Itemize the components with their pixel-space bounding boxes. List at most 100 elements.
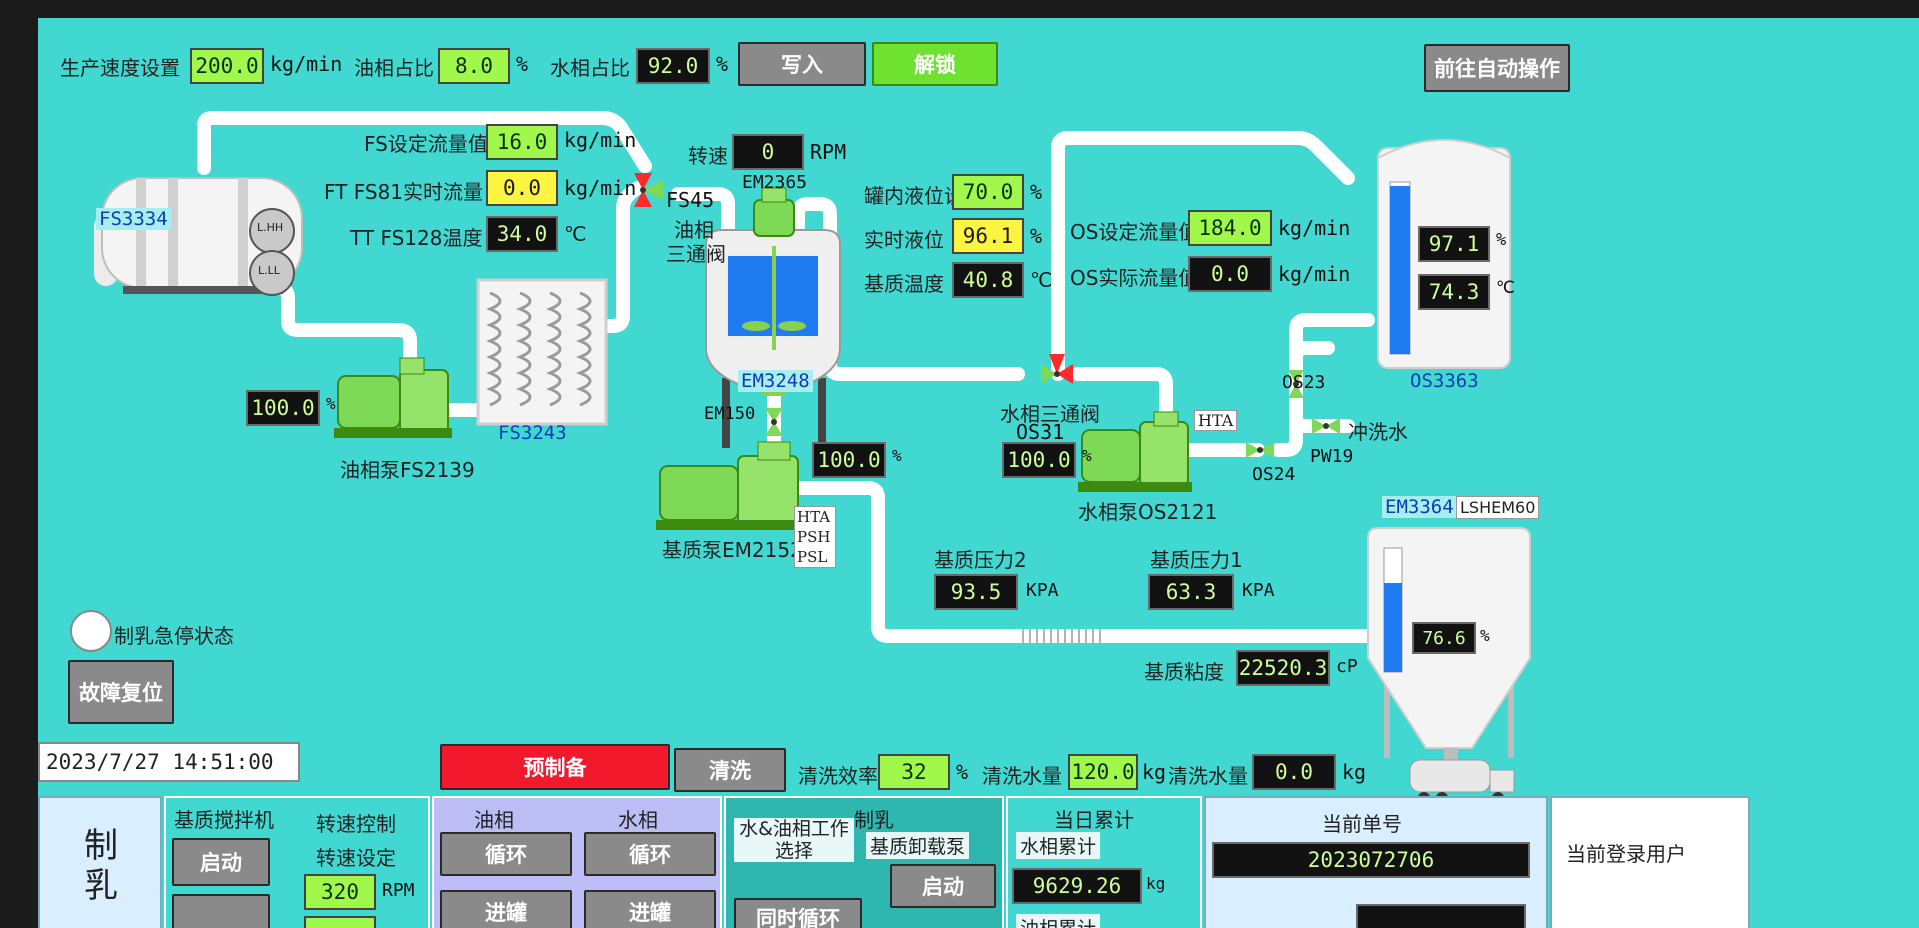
- oil-tank: [94, 177, 303, 296]
- water-ratio-label: 水相占比: [550, 56, 630, 80]
- os-actual-flow-display: 0.0: [1188, 256, 1272, 292]
- mixer-speed-unit: RPM: [810, 140, 847, 164]
- oil-three-way-valve[interactable]: [634, 173, 663, 207]
- water-three-way-valve[interactable]: [1041, 354, 1073, 384]
- unload-start-button[interactable]: 启动: [890, 864, 996, 908]
- water-tank-temp: 74.3: [1418, 274, 1490, 310]
- os23-valve-label: OS23: [1282, 372, 1326, 393]
- order-panel: 当前单号 2023072706: [1204, 796, 1548, 928]
- user-panel: 当前登录用户: [1550, 796, 1750, 928]
- order-number-display: 2023072706: [1212, 842, 1530, 878]
- clean-water-label: 清洗水量: [982, 764, 1062, 788]
- ft-flow-display: 0.0: [486, 170, 558, 206]
- oil-ratio-label: 油相占比: [354, 56, 434, 80]
- both-cycle-button[interactable]: 同时循环: [734, 898, 862, 928]
- psh-tag: PSH: [797, 528, 831, 546]
- auto-mode-button[interactable]: 前往自动操作: [1424, 44, 1570, 92]
- emulsion-panel-title: 制乳: [854, 808, 894, 832]
- water-pump-label: 水相泵OS2121: [1078, 500, 1218, 524]
- write-button[interactable]: 写入: [738, 42, 866, 86]
- estop-indicator: [70, 610, 112, 652]
- speed-feedback-input[interactable]: [304, 916, 376, 928]
- pw19-valve[interactable]: [1312, 418, 1340, 434]
- oil-ratio-unit: %: [516, 52, 529, 76]
- oil-pump-label: 油相泵FS2139: [340, 458, 475, 482]
- fault-reset-button[interactable]: 故障复位: [68, 660, 174, 724]
- oil-pump-unit: %: [326, 394, 336, 413]
- silo-label: EM3364: [1382, 496, 1457, 518]
- oil-ratio-input[interactable]: 8.0: [438, 48, 510, 84]
- silo-level-unit: %: [1480, 626, 1490, 645]
- water-hta-tag: HTA: [1194, 410, 1238, 431]
- water-fill-button[interactable]: 进罐: [584, 890, 716, 928]
- oil-cum-label: 油相累计: [1016, 914, 1101, 928]
- water-cum-label: 水相累计: [1016, 832, 1101, 859]
- tt-temp-label: TT FS128温度: [350, 226, 483, 250]
- water-pump-unit: %: [1082, 446, 1092, 465]
- matrix-pressure2-label: 基质压力2: [934, 548, 1027, 572]
- oil-fill-button[interactable]: 进罐: [440, 890, 572, 928]
- clean-water-input[interactable]: 120.0: [1068, 754, 1138, 790]
- water-cum-unit: kg: [1146, 874, 1166, 893]
- water-cycle-button[interactable]: 循环: [584, 832, 716, 876]
- speed-input[interactable]: 200.0: [190, 48, 264, 84]
- os24-valve-label: OS24: [1252, 464, 1296, 485]
- oil-pump-percent: 100.0: [246, 390, 320, 426]
- water-valve-label: 水相三通阀: [1000, 402, 1100, 426]
- silo-level-display: 76.6: [1412, 622, 1476, 654]
- clean-efficiency-unit: %: [956, 760, 969, 784]
- speed-set-input[interactable]: 320: [304, 874, 376, 910]
- oil-pump: [334, 357, 452, 438]
- process-diagram: [94, 111, 1531, 804]
- speed-label: 生产速度设置: [60, 56, 180, 80]
- order-sub-display: [1356, 904, 1526, 928]
- oil-cycle-button[interactable]: 循环: [440, 832, 572, 876]
- tt-temp-display: 34.0: [486, 216, 558, 252]
- mixer-start-button[interactable]: 启动: [172, 838, 270, 886]
- level-display: 96.1: [952, 218, 1024, 254]
- pump-alarm-tags: HTA PSH PSL: [794, 506, 836, 568]
- matrix-temp-unit: ℃: [1030, 268, 1053, 292]
- os23-valve[interactable]: [1288, 370, 1304, 398]
- matrix-pump-label: 基质泵EM2152: [662, 538, 803, 562]
- mode-select-label: 水&油相工作选择: [734, 818, 854, 862]
- pre-prepare-button[interactable]: 预制备: [440, 744, 670, 790]
- speed-unit: kg/min: [270, 52, 343, 76]
- flush-water-label: 冲洗水: [1348, 420, 1408, 444]
- water-tank-level-unit: %: [1496, 230, 1507, 250]
- speed-set-label: 转速设定: [316, 846, 396, 870]
- water-ratio-display: 92.0: [636, 48, 710, 84]
- os-set-flow-unit: kg/min: [1278, 216, 1351, 240]
- clean-water2-display: 0.0: [1252, 754, 1336, 790]
- hta-tag: HTA: [797, 508, 831, 526]
- water-pump-percent: 100.0: [1002, 442, 1076, 478]
- datetime-display: 2023/7/27 14:51:00: [38, 742, 300, 782]
- matrix-pressure1-unit: KPA: [1242, 580, 1275, 601]
- em150-valve-label: EM150: [704, 404, 756, 424]
- unlock-button[interactable]: 解锁: [872, 42, 998, 86]
- mixer-stop-button[interactable]: [172, 894, 270, 928]
- emulsion-control-panel: 制乳 水&油相工作选择 基质卸载泵 启动 同时循环: [724, 796, 1004, 928]
- speed-control-label: 转速控制: [316, 812, 396, 836]
- water-ratio-unit: %: [716, 52, 729, 76]
- water-pump: [1078, 411, 1192, 492]
- mixer-speed-display: 0: [732, 134, 804, 170]
- clean-button[interactable]: 清洗: [674, 748, 786, 792]
- matrix-pressure2-display: 93.5: [934, 574, 1018, 610]
- oil-valve-label-1: 油相: [674, 218, 714, 242]
- ft-flow-label: FT FS81实时流量: [324, 180, 484, 204]
- level-set-input[interactable]: 70.0: [952, 174, 1024, 210]
- os-set-flow-input[interactable]: 184.0: [1188, 210, 1272, 246]
- clean-efficiency-input[interactable]: 32: [878, 754, 950, 790]
- os24-valve[interactable]: [1246, 442, 1274, 458]
- clean-water2-unit: kg: [1342, 760, 1367, 784]
- phase-control-panel: 油相 水相 循环 循环 进罐 进罐: [432, 796, 722, 928]
- oil-tank-label: FS3334: [96, 208, 171, 230]
- matrix-pump: [656, 441, 804, 530]
- level-label: 实时液位: [864, 228, 944, 252]
- fs-set-flow-input[interactable]: 16.0: [486, 124, 558, 160]
- clean-water-unit: kg: [1142, 760, 1167, 784]
- mixer-tank: [705, 187, 841, 448]
- em150-valve[interactable]: [765, 408, 783, 436]
- daily-total-panel: 当日累计 水相累计 9629.26 kg 油相累计: [1006, 796, 1202, 928]
